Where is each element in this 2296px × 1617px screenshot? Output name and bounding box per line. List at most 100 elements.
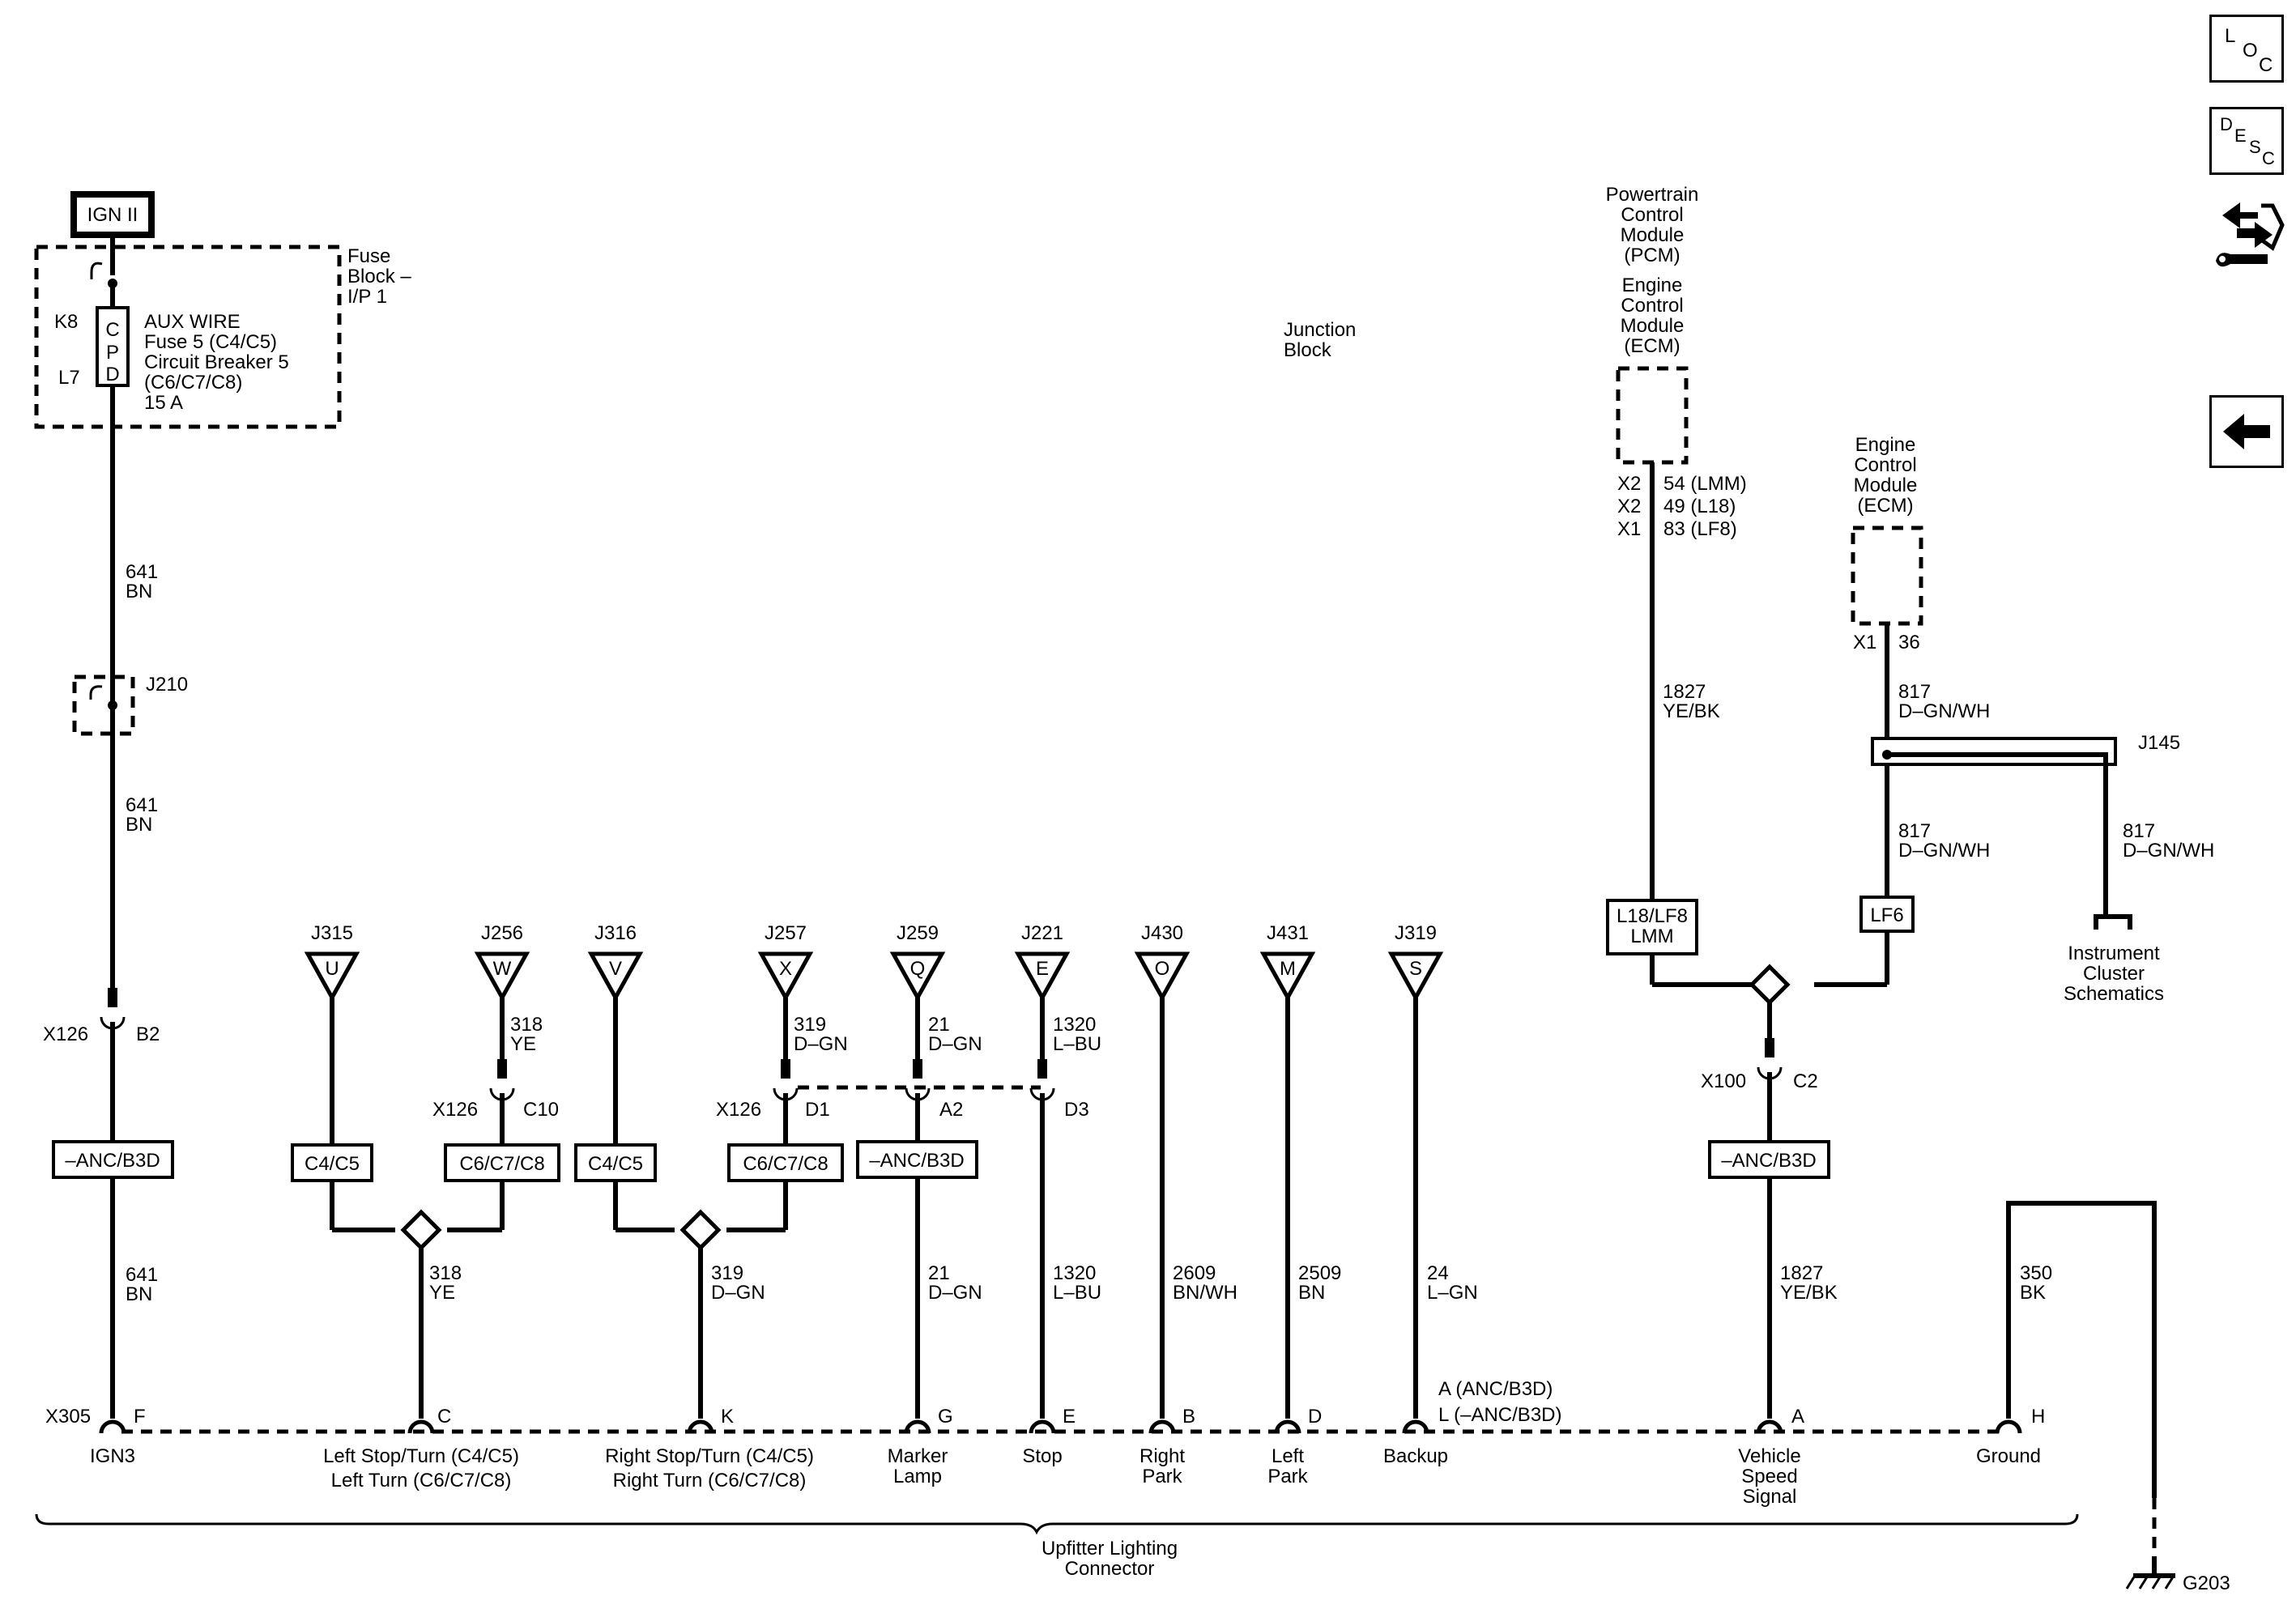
wire-21-lower-num: 21 (928, 1262, 950, 1284)
star-letter-o: O (1155, 958, 1170, 980)
cpd-pin-k8: K8 (54, 311, 78, 333)
conn-d1: D1 (805, 1099, 830, 1121)
ecm-label-4: (ECM) (1857, 495, 1913, 517)
cluster-label-2: Cluster (2083, 963, 2145, 985)
star-triangle-j319 (1387, 951, 1444, 1002)
star-letter-e: E (1036, 958, 1049, 980)
star-letter-q: Q (910, 958, 926, 980)
wire-24-color: L–GN (1427, 1282, 1478, 1304)
pcm-label-4: (PCM) (1624, 245, 1680, 266)
wire-817-a-color: D–GN/WH (1898, 700, 1990, 722)
wire-1320-upper-num: 1320 (1053, 1014, 1096, 1036)
upfitter-connector: X305 F C K G E B D A (ANC/B3D) L (–ANC/B… (35, 1378, 2079, 1580)
wire-319-lower-color: D–GN (711, 1282, 765, 1304)
wire-319-upper-num: 319 (794, 1014, 826, 1036)
loc-button[interactable]: L O C (2209, 15, 2284, 83)
cpd-pin-l7: L7 (58, 367, 80, 389)
desc-letter-c: C (2262, 148, 2275, 168)
option-anc-ign: –ANC/B3D (65, 1150, 160, 1172)
pcm-label-3: Module (1621, 224, 1685, 246)
label-ign3: IGN3 (90, 1445, 135, 1467)
label-left-park-2: Park (1267, 1466, 1308, 1487)
junction-block-label-2: Block (1284, 339, 1332, 361)
pin-d: D (1308, 1406, 1322, 1428)
x305-terminal (1148, 1419, 1176, 1434)
ecm-label-1: Engine (1855, 434, 1916, 456)
wire-817-b-color: D–GN/WH (1898, 840, 1990, 862)
wire-817-c-color: D–GN/WH (2123, 840, 2214, 862)
star-triangle-j316 (587, 951, 644, 1002)
label-right-park-1: Right (1139, 1445, 1185, 1467)
connector-pins (99, 1419, 2022, 1434)
wire-1320-upper-color: L–BU (1053, 1033, 1101, 1055)
loc-letter-l: L (2225, 25, 2236, 47)
label-right-stop-2: Right Turn (C6/C7/C8) (613, 1470, 807, 1491)
fuse-block-label-2: Block – (347, 266, 411, 287)
x305-terminal (99, 1419, 126, 1434)
park-backup-circuits: 2609 BN/WH 2509 BN 24 L–GN (1160, 996, 1478, 1419)
pcm-pin-r2: 49 (L18) (1663, 496, 1736, 517)
ecm-module: Engine Control Module (ECM) X1 36 817 D–… (1814, 434, 2214, 1005)
star-triangle-j259 (889, 951, 946, 1002)
desc-letter-d: D (2220, 114, 2233, 134)
pcm-module: Powertrain Control Module (PCM) Engine C… (1606, 184, 1753, 987)
wire-1320-lower-num: 1320 (1053, 1262, 1096, 1284)
pin-a-backup: A (ANC/B3D) (1438, 1378, 1553, 1400)
star-triangle-j315 (304, 951, 360, 1002)
pcm-pin-r3: 83 (LF8) (1663, 518, 1737, 540)
star-letter-w: W (493, 958, 512, 980)
desc-letter-s: S (2249, 137, 2261, 157)
desc-button[interactable]: D E S C (2209, 107, 2284, 175)
option-anc-marker: –ANC/B3D (869, 1150, 964, 1172)
pcm-label-7: Module (1621, 315, 1685, 337)
star-id-j221: J221 (1021, 922, 1063, 944)
x305-terminal (1274, 1419, 1301, 1434)
pin-c: C (437, 1406, 451, 1428)
stop-circuit: 1320 L–BU D3 1320 L–BU (1029, 996, 1101, 1419)
splice-j145: J145 (2138, 732, 2180, 754)
star-id-j430: J430 (1141, 922, 1183, 944)
conn-a2: A2 (939, 1099, 963, 1121)
fuse-block-label-1: Fuse (347, 245, 390, 267)
loc-letter-o: O (2243, 40, 2258, 62)
x305-terminal (1995, 1419, 2022, 1434)
wire-1827-vss-color: YE/BK (1780, 1282, 1838, 1304)
fuse-block: Fuse Block – I/P 1 C P D K8 L7 AUX WIRE … (34, 235, 411, 429)
label-marker-2: Lamp (893, 1466, 942, 1487)
wire-817-c-num: 817 (2123, 820, 2155, 842)
fuse-block-label-3: I/P 1 (347, 286, 387, 308)
cpd-desc-3: Circuit Breaker 5 (144, 351, 289, 373)
conn-x126-d1-x: X126 (716, 1099, 761, 1121)
cpd-desc-5: 15 A (144, 392, 183, 414)
ground-circuit: G203 350 BK (2006, 1201, 2230, 1594)
wire-318-lower-color: YE (429, 1282, 455, 1304)
label-vss-2: Speed (1741, 1466, 1797, 1487)
ecm-pin-36: 36 (1898, 632, 1920, 653)
pcm-pin-l2: X2 (1617, 496, 1641, 517)
option-c678-right: C6/C7/C8 (743, 1153, 828, 1175)
wire-319-upper-color: D–GN (794, 1033, 848, 1055)
label-right-park-2: Park (1142, 1466, 1182, 1487)
vss-circuit: X100 C2 –ANC/B3D 1827 YE/BK (1701, 964, 1838, 1419)
label-vss-3: Signal (1743, 1486, 1797, 1508)
wire-350-num: 350 (2020, 1262, 2052, 1284)
diagnostic-button[interactable] (2208, 198, 2290, 287)
wire-817-b-num: 817 (1898, 820, 1931, 842)
cpd-c: C (105, 319, 119, 341)
wire-21-upper-color: D–GN (928, 1033, 982, 1055)
conn-b2: B2 (136, 1023, 160, 1045)
wire-2609-num: 2609 (1173, 1262, 1216, 1284)
star-id-j431: J431 (1267, 922, 1309, 944)
cpd-p: P (106, 342, 119, 364)
pin-g: G (938, 1406, 953, 1428)
cpd-d: D (105, 364, 119, 385)
option-anc-vss: –ANC/B3D (1721, 1150, 1816, 1172)
option-lmm: LMM (1630, 926, 1673, 947)
conn-c2: C2 (1793, 1070, 1818, 1092)
label-vss-1: Vehicle (1738, 1445, 1800, 1467)
x305-terminal (1029, 1419, 1056, 1434)
wire-817-a-num: 817 (1898, 681, 1931, 703)
cluster-label-3: Schematics (2064, 983, 2164, 1005)
back-button[interactable] (2209, 395, 2284, 468)
